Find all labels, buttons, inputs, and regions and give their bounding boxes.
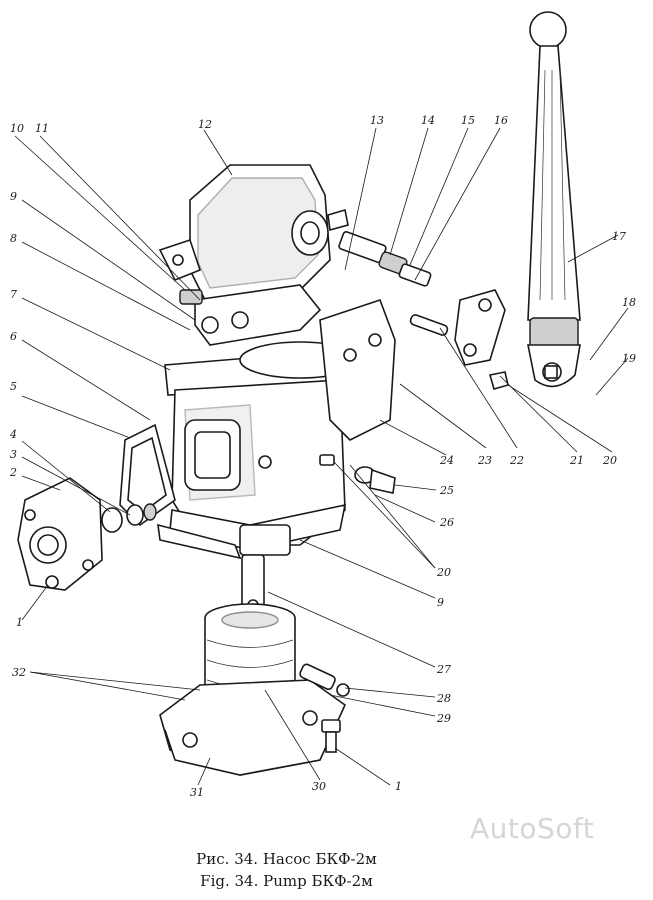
callout-labels: 10 11 12 13 14 15 16 17 18 19 20 21 22 2… <box>9 114 636 799</box>
callout-21: 21 <box>569 454 584 467</box>
leader-lines <box>14 127 629 786</box>
callout-1-left: 1 <box>16 616 23 629</box>
callout-29: 29 <box>436 712 451 725</box>
handle-lever <box>527 11 581 388</box>
callout-2: 2 <box>9 466 17 479</box>
callout-28: 28 <box>436 692 451 705</box>
watermark: AutoSoft <box>470 812 595 845</box>
callout-9-right: 9 <box>437 596 444 609</box>
callout-26: 26 <box>439 516 454 529</box>
callout-11: 11 <box>35 122 49 135</box>
shaft-assembly <box>327 208 509 390</box>
callout-17: 17 <box>612 230 626 243</box>
callout-18: 18 <box>622 296 636 309</box>
callout-32: 32 <box>12 666 26 679</box>
callout-10: 10 <box>10 122 24 135</box>
pump-body <box>164 298 396 556</box>
callout-3: 3 <box>10 448 17 461</box>
figure-caption-russian: Рис. 34. Насос БКФ-2м <box>196 850 377 868</box>
callout-8: 8 <box>10 232 17 245</box>
callout-1-bottom: 1 <box>395 780 402 793</box>
callout-31: 31 <box>190 786 204 799</box>
callout-25: 25 <box>439 484 454 497</box>
drain-plugs <box>319 454 396 494</box>
callout-5: 5 <box>10 380 17 393</box>
side-cover-assembly <box>17 423 242 591</box>
callout-9-left: 9 <box>10 190 17 203</box>
callout-16: 16 <box>494 114 508 127</box>
callout-24: 24 <box>439 454 454 467</box>
callout-4: 4 <box>9 428 17 441</box>
figure-caption-english: Fig. 34. Pump БКФ-2м <box>200 872 373 890</box>
callout-20-bottom: 20 <box>436 566 451 579</box>
callout-13: 13 <box>370 114 384 127</box>
callout-27: 27 <box>436 663 451 676</box>
callout-15: 15 <box>461 114 475 127</box>
callout-14: 14 <box>421 114 435 127</box>
callout-19: 19 <box>622 352 636 365</box>
callout-7: 7 <box>10 288 17 301</box>
linkage-assembly <box>179 284 322 346</box>
top-cover <box>158 164 331 301</box>
callout-12: 12 <box>198 118 212 131</box>
callout-6: 6 <box>10 330 17 343</box>
callout-23: 23 <box>477 454 492 467</box>
callout-20-top: 20 <box>602 454 617 467</box>
callout-22: 22 <box>509 454 524 467</box>
callout-30: 30 <box>312 780 326 793</box>
base-flange <box>159 663 350 776</box>
